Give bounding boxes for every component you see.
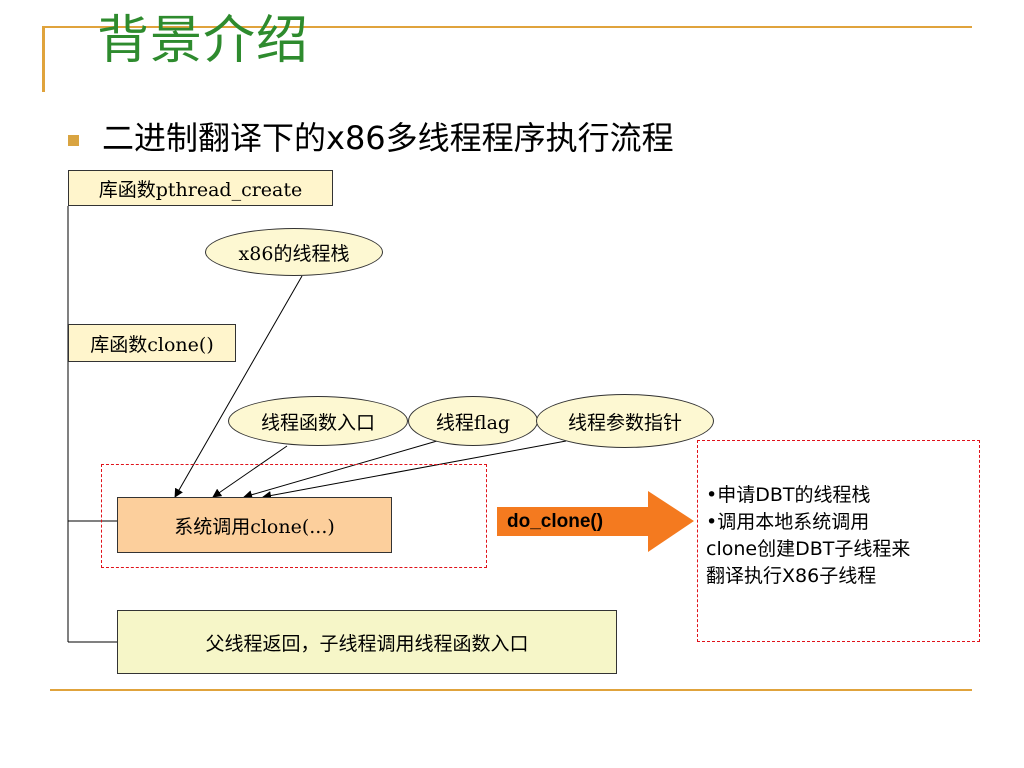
- ellipse-thread-stack: x86的线程栈: [205, 228, 383, 276]
- note-line: •调用本地系统调用: [706, 511, 870, 533]
- do-clone-label: do_clone(): [507, 511, 604, 532]
- bullet-square-icon: [68, 135, 79, 146]
- note-line: •申请DBT的线程栈: [706, 484, 871, 506]
- ellipse-entry-label: 线程函数入口: [260, 411, 375, 434]
- bullet-text: 二进制翻译下的x86多线程程序执行流程: [102, 115, 674, 161]
- note-dashed-region: [697, 440, 980, 642]
- arrow-stack-to-syscall: [174, 275, 303, 498]
- syscall-dashed-region: [101, 464, 487, 568]
- ellipse-thread-arg: 线程参数指针: [536, 394, 714, 448]
- frame-left-line: [42, 26, 45, 92]
- slide-title: 背景介绍: [97, 11, 310, 71]
- ellipse-thread-flag: 线程flag: [408, 396, 538, 446]
- box-thread-return: 父线程返回，子线程调用线程函数入口: [117, 610, 617, 674]
- frame-top-line: [42, 26, 972, 28]
- ellipse-arg-label: 线程参数指针: [567, 411, 682, 434]
- do-clone-arrow: [497, 491, 694, 552]
- frame-bottom-line: [50, 689, 972, 691]
- ellipse-stack-label: x86的线程栈: [238, 242, 350, 265]
- ellipse-thread-entry: 线程函数入口: [228, 396, 408, 446]
- note-line: clone创建DBT子线程来: [706, 538, 911, 560]
- arrow-arg-to-syscall: [262, 440, 567, 500]
- arrow-flag-to-syscall: [243, 440, 438, 500]
- box-return-label: 父线程返回，子线程调用线程函数入口: [205, 632, 529, 655]
- box-pthread-create: 库函数pthread_create: [68, 170, 333, 206]
- box-clone-lib-label: 库函数clone(): [90, 333, 214, 356]
- note-line: 翻译执行X86子线程: [706, 565, 877, 587]
- bullet-text-label: 二进制翻译下的x86多线程程序执行流程: [102, 119, 674, 157]
- note-text: •申请DBT的线程栈 •调用本地系统调用 clone创建DBT子线程来 翻译执行…: [706, 482, 978, 590]
- arrow-entry-to-syscall: [212, 445, 288, 498]
- box-syscall-clone: 系统调用clone(...): [117, 497, 392, 553]
- box-syscall-label: 系统调用clone(...): [174, 515, 335, 538]
- ellipse-flag-label: 线程flag: [435, 411, 511, 434]
- box-clone-lib: 库函数clone(): [68, 324, 236, 362]
- box-pthread-label: 库函数pthread_create: [98, 178, 303, 201]
